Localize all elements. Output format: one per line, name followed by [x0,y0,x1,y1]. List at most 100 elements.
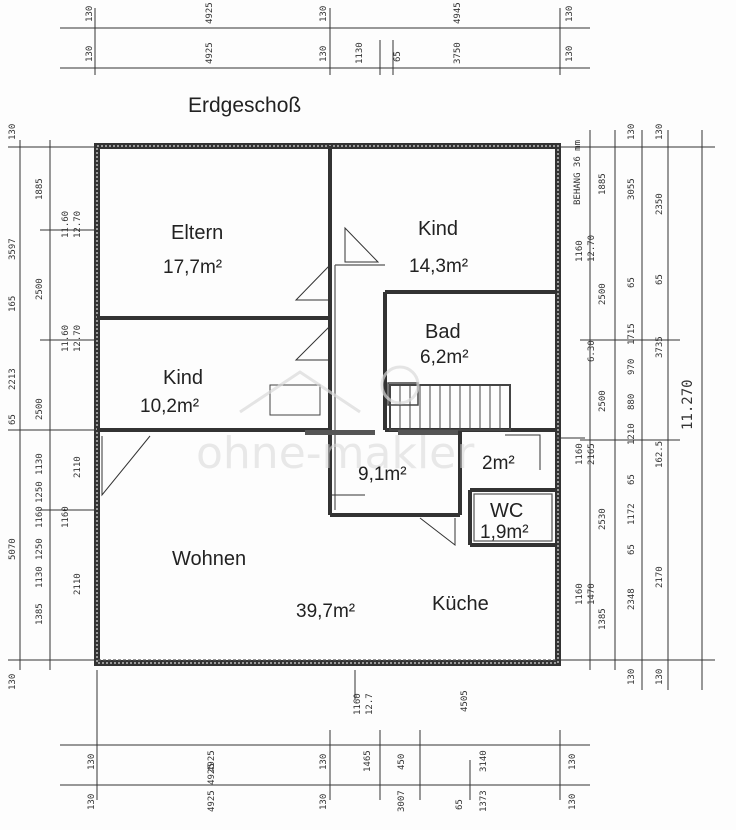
dim-text: 130 [627,124,637,140]
dim-text: 130 [568,754,578,770]
dim-text: 65 [627,544,637,555]
watermark: ohne-makler [196,365,475,479]
room-name-eltern: Eltern [171,222,223,244]
dim-text: 3597 [8,238,18,260]
dim-text: 2500 [35,278,45,300]
dim-text: 5070 [8,538,18,560]
dim-text: 65 [8,414,18,425]
inner-wall-thin [98,264,556,661]
dim-text: 1385 [35,603,45,625]
dim-text: 130 [565,46,575,62]
dim-text: 130 [85,6,95,22]
dim-text: 65 [655,274,665,285]
dim-text: 1172 [627,503,637,525]
dim-text: 130 [87,794,97,810]
dim-text: 1160 [61,506,71,528]
left-dimension-texts: 130 1885 3597 2500 165 2213 65 2500 1130… [8,124,83,690]
behang-text: BEHANG 36 mm [573,140,583,205]
dim-text: 1210 [627,423,637,445]
dim-text: 2170 [655,566,665,588]
dim-text: 165 [8,296,18,312]
dim-text: 4505 [460,690,470,712]
dim-text: 65 [627,277,637,288]
dim-text: 1385 [598,608,608,630]
dim-text: 880 [627,394,637,410]
bottom-dimension-lines [60,670,590,800]
room-name-bad: Bad [425,321,461,343]
dim-text: 4925 [205,42,215,64]
dim-text: 1885 [598,173,608,195]
room-area-kind-2: 10,2m² [140,396,199,417]
dim-text: 2110 [73,573,83,595]
dim-text: 4925 4925 [207,763,217,812]
dim-text: 3750 [453,42,463,64]
dim-text: 1160 [575,583,585,605]
wall-details [269,384,458,435]
dim-text: 1373 [479,790,489,812]
room-name-wc: WC [490,500,523,522]
dim-text: 2110 [73,456,83,478]
dim-text: 1130 [35,566,45,588]
dim-text: 6.30 [587,340,597,362]
dim-text: 2500 [598,283,608,305]
left-dimension-lines [8,140,100,670]
dim-text: 12.70 [73,325,83,352]
dim-text: 11.60 [61,211,71,238]
room-name-wohnen: Wohnen [172,548,246,570]
dim-text: 1465 [363,750,373,772]
top-dimension-texts: 130 4925 130 4945 130 130 4925 130 1130 … [85,2,575,64]
dim-text: 3055 [627,178,637,200]
dim-text: 130 [655,124,665,140]
dim-text: 1250 [35,481,45,503]
room-name-kind: Kind [418,218,458,240]
dim-text: 130 [319,6,329,22]
dim-text: 130 [85,46,95,62]
dim-text: 450 [397,754,407,770]
interior-walls [97,146,556,547]
room-area-eltern: 17,7m² [163,257,222,278]
dim-text: 65 [627,474,637,485]
dim-text: 3007 [397,790,407,812]
dim-text: 130 [655,669,665,685]
dim-text: 2530 [598,508,608,530]
room-name-kind-2: Kind [163,367,203,389]
dim-text: 12.70 [587,235,597,262]
dim-text: 1160 [353,693,363,715]
total-dimension: 11.270 [680,379,696,430]
dim-text: 1885 [35,178,45,200]
dim-text: 162.5 [655,441,665,468]
dim-text: 4925 [207,750,217,772]
dim-text: 1160 [575,443,585,465]
right-dimension-lines [555,130,715,690]
door-swings [101,226,585,547]
dim-text: 12.7 [365,693,375,715]
dim-text: 130 [319,794,329,810]
exterior-walls [94,143,561,666]
room-area-kind: 14,3m² [409,256,468,277]
room-labels: Eltern 17,7m² Kind 14,3m² Bad 6,2m² Kind… [140,218,529,622]
dim-text: 2500 [35,398,45,420]
dim-text: 1250 [35,538,45,560]
dim-text: 2348 [627,588,637,610]
room-area-flur: 9,1m² [358,464,407,485]
staircase [387,382,511,431]
dim-text: 1160 [35,506,45,528]
dim-text: 2500 [598,390,608,412]
dim-text: 130 [319,46,329,62]
dim-text: 130 [568,794,578,810]
dim-text: 130 [8,124,18,140]
dim-text: 970 [627,359,637,375]
watermark-text: ohne-makler [196,428,475,479]
room-area-bad: 6,2m² [420,347,469,368]
room-name-kueche: Küche [432,593,489,615]
top-dimension-lines [60,8,590,75]
floor-title: Erdgeschoß [188,94,301,117]
dim-text: 1130 [35,453,45,475]
dim-text: 4925 [205,2,215,24]
dim-text: 130 [87,754,97,770]
dim-text: 1470 [587,583,597,605]
right-dimension-texts: BEHANG 36 mm 1885 2500 1160 2500 1160 25… [573,124,696,685]
dim-text: 12.70 [73,211,83,238]
bottom-dimension-texts: 1160 12.7 4505 130 4925 130 1465 450 314… [87,690,578,812]
